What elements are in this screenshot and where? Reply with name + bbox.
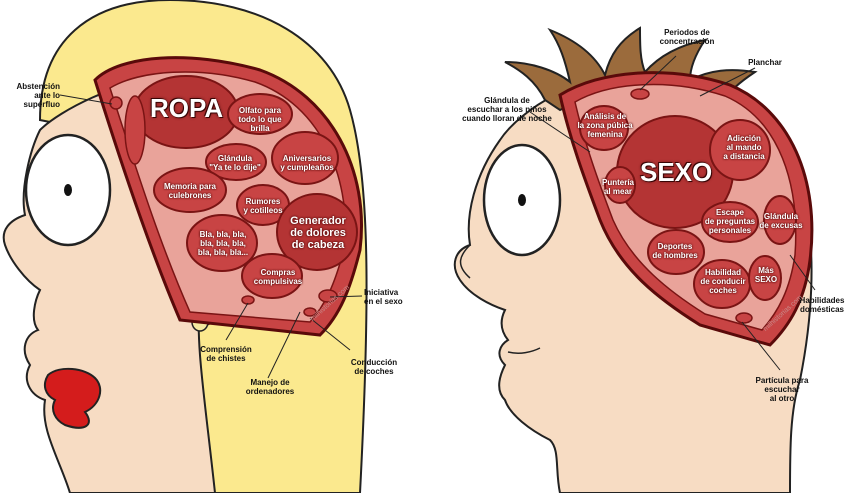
label-conducir: Habilidad de conducir coches bbox=[694, 268, 752, 295]
female-big-label: ROPA bbox=[150, 94, 223, 122]
label-compras: Compras compulsivas bbox=[246, 268, 310, 286]
label-manejo: Manejo de ordenadores bbox=[238, 378, 302, 396]
label-mas-sexo: Más SEXO bbox=[746, 266, 786, 284]
label-glandula-excusas: Glándula de excusas bbox=[756, 212, 806, 230]
label-iniciativa: Iniciativa en el sexo bbox=[364, 288, 414, 306]
label-rumores: Rumores y cotilleos bbox=[237, 197, 289, 215]
label-abstencion: Abstención ante lo supérfluo bbox=[0, 82, 60, 109]
label-planchar: Planchar bbox=[740, 58, 790, 67]
label-generador: Generador de dolores de cabeza bbox=[278, 215, 358, 251]
label-particula: Partícula para escuchar al otro bbox=[750, 376, 814, 403]
label-escape: Escape de preguntas personales bbox=[698, 208, 762, 235]
label-glandula-ninos: Glándula de escuchar a los niños cuando … bbox=[452, 96, 562, 123]
label-blabla: Bla, bla, bla, bla, bla, bla, bla, bla, … bbox=[190, 230, 256, 257]
label-periodos: Periodos de concentración bbox=[652, 28, 722, 46]
label-aniversarios: Aniversarios y cumpleaños bbox=[272, 154, 342, 172]
label-olfato: Olfato para todo lo que brilla bbox=[230, 106, 290, 133]
label-glandula: Glándula "Ya te lo dije" bbox=[205, 154, 265, 172]
male-big-label: SEXO bbox=[640, 158, 712, 186]
label-punteria: Puntería al mear bbox=[596, 178, 640, 196]
label-comprension: Comprensión de chistes bbox=[195, 345, 257, 363]
label-conduccion: Conducción de coches bbox=[344, 358, 404, 376]
label-memoria: Memoria para culebrones bbox=[158, 182, 222, 200]
label-analisis: Análisis de la zona púbica femenina bbox=[576, 112, 634, 139]
label-deportes: Deportes de hombres bbox=[646, 242, 704, 260]
label-adiccion: Adicción al mando a distancia bbox=[718, 134, 770, 161]
